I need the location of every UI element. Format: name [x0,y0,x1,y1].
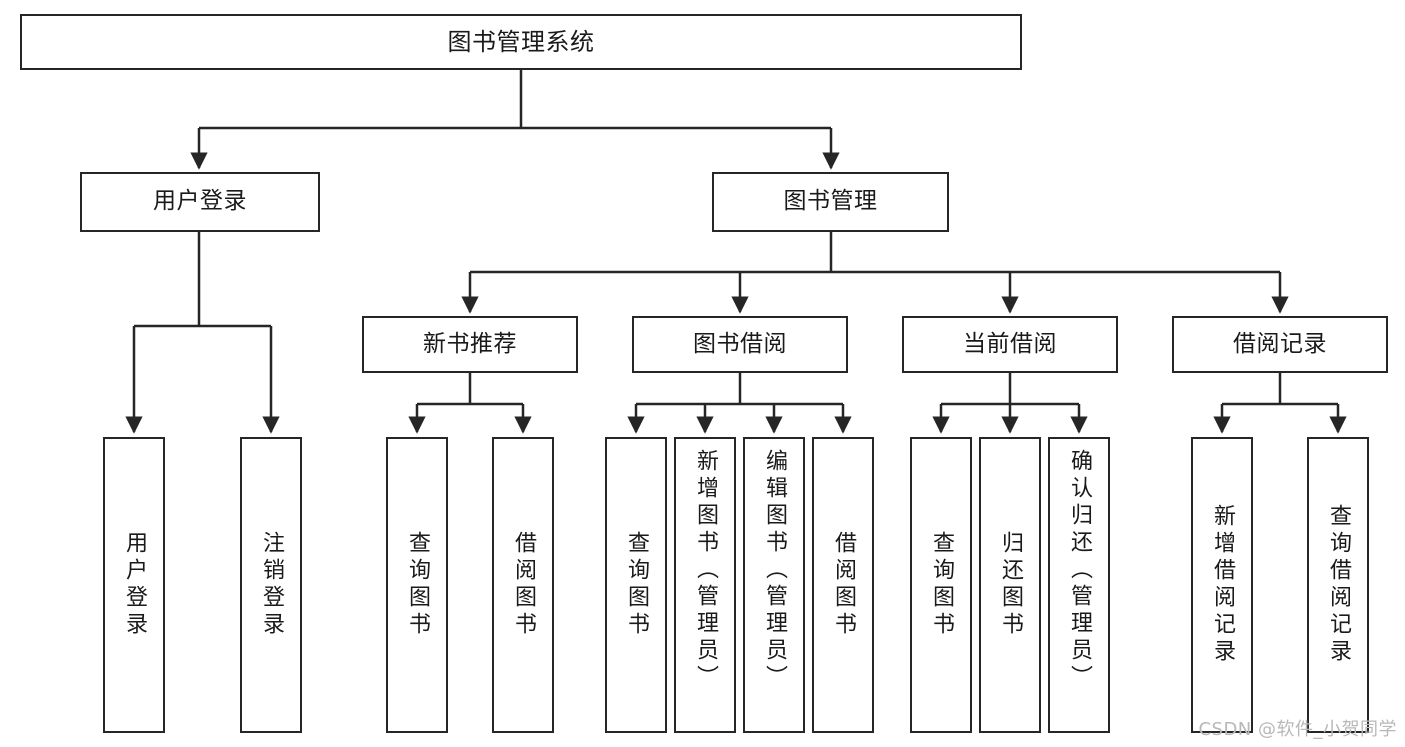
node-new-book-recommend[interactable]: 新书推荐 [362,316,578,373]
node-label: 用户登录 [122,531,147,639]
node-label: 借阅图书 [831,531,856,639]
node-label: 新书推荐 [423,330,517,357]
leaf-user-login-login[interactable]: 用户登录 [103,437,165,733]
node-label: 当前借阅 [963,330,1057,357]
node-label: 注销登录 [259,531,284,639]
node-label: 查询图书 [624,531,649,639]
leaf-borrow-records-query-record[interactable]: 查询借阅记录 [1307,437,1369,733]
leaf-book-borrow-query-book[interactable]: 查询图书 [605,437,667,733]
node-label: 新增图书（管理员） [693,449,718,692]
leaf-book-borrow-edit-book[interactable]: 编辑图书（管理员） [743,437,805,733]
node-label: 借阅图书 [511,531,536,639]
node-user-login[interactable]: 用户登录 [80,172,320,232]
leaf-new-book-query-book[interactable]: 查询图书 [386,437,448,733]
node-label: 图书管理 [783,188,878,215]
leaf-borrow-records-add-record[interactable]: 新增借阅记录 [1191,437,1253,733]
leaf-user-login-logout[interactable]: 注销登录 [240,437,302,733]
node-root-system[interactable]: 图书管理系统 [20,14,1022,70]
node-label: 编辑图书（管理员） [762,449,787,692]
node-label: 图书管理系统 [447,27,595,56]
leaf-book-borrow-add-book[interactable]: 新增图书（管理员） [674,437,736,733]
node-book-management[interactable]: 图书管理 [712,172,949,232]
leaf-current-borrow-confirm-return[interactable]: 确认归还（管理员） [1048,437,1110,733]
node-label: 确认归还（管理员） [1067,449,1092,692]
node-borrow-records[interactable]: 借阅记录 [1172,316,1388,373]
node-label: 新增借阅记录 [1210,504,1235,666]
leaf-current-borrow-query-book[interactable]: 查询图书 [910,437,972,733]
node-label: 查询借阅记录 [1326,504,1351,666]
node-label: 借阅记录 [1233,330,1327,357]
node-label: 图书借阅 [693,330,787,357]
leaf-current-borrow-return-book[interactable]: 归还图书 [979,437,1041,733]
node-label: 查询图书 [929,531,954,639]
node-current-borrow[interactable]: 当前借阅 [902,316,1118,373]
node-book-borrow[interactable]: 图书借阅 [632,316,848,373]
leaf-book-borrow-borrow-book[interactable]: 借阅图书 [812,437,874,733]
node-label: 查询图书 [405,531,430,639]
node-label: 用户登录 [153,188,247,215]
node-label: 归还图书 [998,531,1023,639]
leaf-new-book-borrow-book[interactable]: 借阅图书 [492,437,554,733]
csdn-watermark: CSDN @软件_小贺同学 [1198,719,1397,740]
